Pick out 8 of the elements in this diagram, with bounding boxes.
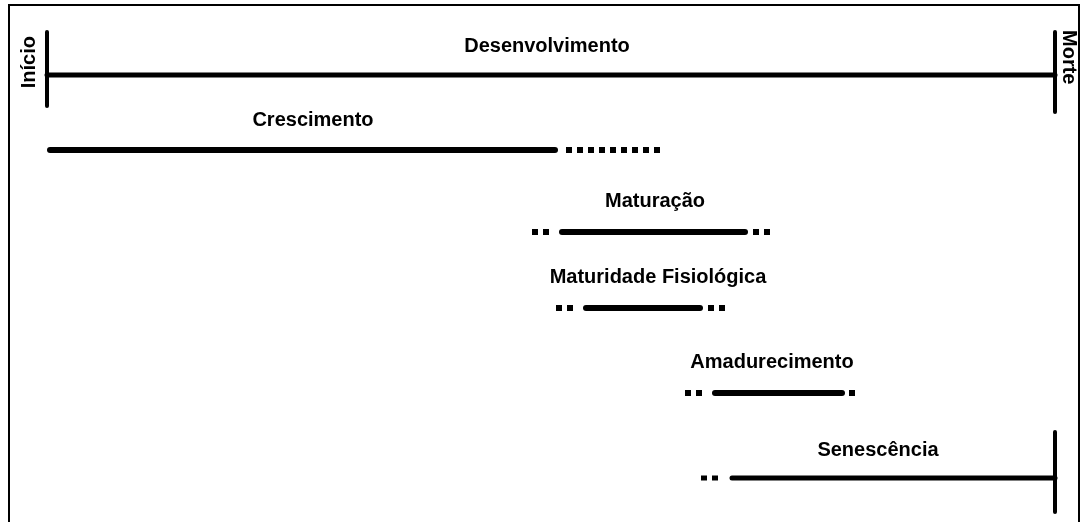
phase-label: Amadurecimento [690, 350, 854, 372]
phase-label: Crescimento [252, 108, 374, 130]
phase-label: Maturidade Fisiológica [549, 265, 767, 287]
phase-label: Maturação [605, 189, 705, 211]
phase-label: Morte [1059, 30, 1081, 85]
phase-label: Senescência [817, 438, 939, 460]
phase-label: Início [17, 36, 39, 89]
phase-label: Desenvolvimento [464, 34, 630, 56]
